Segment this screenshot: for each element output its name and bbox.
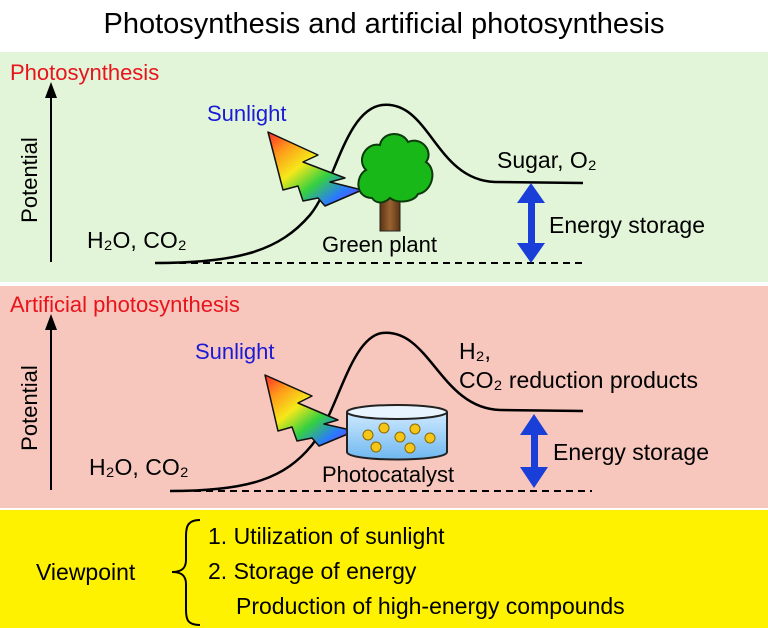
energy-curve (169, 331, 584, 493)
energy-storage-arrow (520, 414, 548, 488)
viewpoint-label: Viewpoint (36, 559, 136, 585)
products-label-line2: CO₂ reduction products (459, 367, 699, 393)
energy-curve (154, 103, 584, 265)
reactants-label: H₂O, CO₂ (87, 227, 187, 253)
potential-axis-arrow (45, 314, 57, 490)
sunlight-label: Sunlight (195, 339, 275, 364)
photosynthesis-heading: Photosynthesis (10, 60, 160, 85)
lightning-bolt-icon (264, 374, 356, 447)
artificial-photosynthesis-panel (0, 286, 768, 508)
energy-storage-arrow (517, 183, 545, 263)
products-label-line1: H₂, (459, 338, 491, 364)
lightning-bolt-icon (267, 131, 363, 207)
photocatalyst-beaker-icon (346, 404, 448, 461)
potential-axis-label: Potential (17, 137, 42, 223)
viewpoint-item: Production of high-energy compounds (236, 593, 625, 619)
green-plant-label: Green plant (322, 232, 437, 257)
energy-storage-label: Energy storage (549, 212, 705, 238)
page-title: Photosynthesis and artificial photosynth… (103, 8, 665, 40)
potential-axis-arrow (45, 82, 57, 262)
reactants-label: H₂O, CO₂ (89, 454, 189, 480)
viewpoint-item: 1. Utilization of sunlight (208, 523, 445, 549)
viewpoint-list: 1. Utilization of sunlight 2. Storage of… (208, 519, 625, 624)
tree-icon (357, 133, 434, 232)
viewpoint-item: 2. Storage of energy (208, 558, 417, 584)
photocatalyst-label: Photocatalyst (322, 462, 455, 487)
sunlight-label: Sunlight (207, 101, 287, 126)
energy-storage-label: Energy storage (553, 439, 709, 465)
viewpoint-panel (0, 510, 768, 628)
potential-axis-label: Potential (17, 365, 42, 451)
products-label: Sugar, O₂ (497, 147, 597, 173)
curly-brace-icon (171, 519, 201, 626)
artificial-photosynthesis-heading: Artificial photosynthesis (10, 292, 240, 317)
